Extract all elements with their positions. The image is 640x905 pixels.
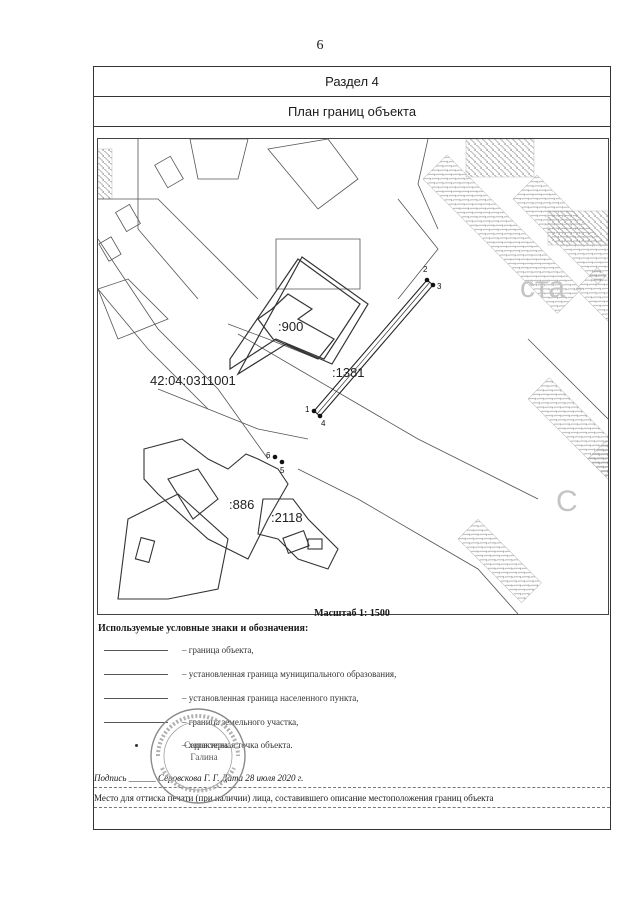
- legend-line-symbol: [104, 650, 168, 652]
- label-parcel-886: :886: [229, 497, 254, 512]
- point-label-5: 5: [280, 466, 285, 475]
- parcel-lower-left: [117, 493, 229, 600]
- legend-item-characteristic-point: – характерная точка объекта.: [104, 740, 293, 750]
- legend-item-text: – характерная точка объекта.: [182, 740, 293, 750]
- legend-line-symbol: [104, 722, 168, 724]
- divider-line: [94, 787, 610, 788]
- legend-item-text: – установленная граница муниципального о…: [182, 669, 397, 679]
- point-label-6: 6: [266, 451, 271, 460]
- section-label: Раздел 4: [94, 67, 610, 97]
- label-parcel-1381: :1381: [332, 365, 365, 380]
- point-label-2: 2: [423, 265, 428, 274]
- parcel-2118: [257, 498, 339, 570]
- parcel-886: [143, 438, 289, 560]
- point-label-3: 3: [437, 282, 442, 291]
- label-parcel-900: :900: [278, 319, 303, 334]
- legend-heading: Используемые условные знаки и обозначени…: [98, 623, 309, 634]
- point-label-1: 1: [305, 405, 310, 414]
- stamp-line-2: Галина: [190, 752, 217, 762]
- legend-line-symbol: [104, 674, 168, 676]
- legend-item-settlement-boundary: – установленная граница населенного пунк…: [104, 693, 359, 703]
- map-svg: 2 3 1 4 6 5 :900 42:04:0311001 :1381 :88…: [98, 139, 608, 614]
- street-text-2: С: [556, 485, 578, 518]
- stamp-line-1: Серовскова: [184, 740, 228, 750]
- signature-line: Подпись ______ Серовскова Г. Г. Дата 28 …: [94, 773, 304, 783]
- boundary-map: 2 3 1 4 6 5 :900 42:04:0311001 :1381 :88…: [97, 138, 609, 615]
- stamp-place-line: Место для оттиска печати (при наличии) л…: [94, 793, 494, 803]
- legend-dot-symbol: [134, 744, 138, 748]
- legend-item-municipal-boundary: – установленная граница муниципального о…: [104, 669, 396, 679]
- legend-item-text: – установленная граница населенного пунк…: [182, 693, 359, 703]
- hatched-zones: [98, 139, 608, 603]
- legend-item-text: – граница земельного участка,: [182, 717, 299, 727]
- parcel-outlines: [98, 139, 608, 614]
- official-stamp: Серовскова Галина: [150, 708, 246, 804]
- document-frame: Раздел 4 План границ объекта: [93, 66, 611, 830]
- map-scale: Масштаб 1: 1500: [314, 608, 390, 619]
- plan-title: План границ объекта: [94, 97, 610, 127]
- label-quarter: 42:04:0311001: [150, 373, 236, 388]
- legend-line-symbol: [104, 698, 168, 700]
- characteristic-points: [272, 277, 436, 465]
- building-900: [229, 256, 369, 376]
- legend-item-land-plot-boundary: – граница земельного участка,: [104, 717, 298, 727]
- legend-item-object-boundary: – граница объекта,: [104, 645, 254, 655]
- legend-item-text: – граница объекта,: [182, 645, 254, 655]
- page-number: 6: [316, 38, 324, 53]
- street-text-1: ста: [520, 271, 565, 304]
- label-parcel-2118: :2118: [271, 510, 303, 525]
- point-label-4: 4: [321, 419, 326, 428]
- divider-line: [94, 807, 610, 808]
